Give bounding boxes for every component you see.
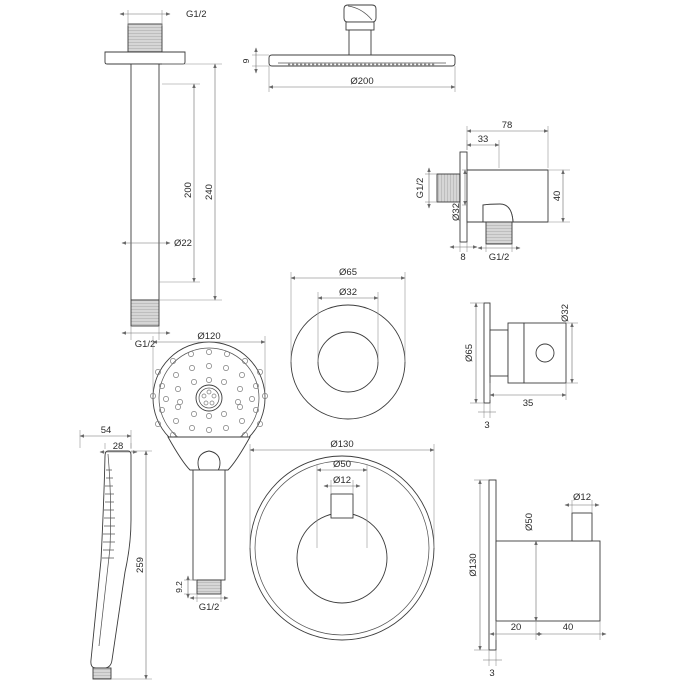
label-mixer-side-plate-dia: Ø130 (468, 553, 479, 576)
label-mixer-lever-dia: Ø12 (333, 475, 351, 486)
view-stop-valve-side: Ø65 Ø32 35 3 (464, 302, 578, 431)
wall-elbow-outlet-thread (485, 221, 513, 245)
label-rain-head-diameter: Ø200 (350, 76, 373, 87)
handshower-handle (192, 469, 226, 581)
handshower-front-thread (196, 579, 222, 595)
rain-head-stem (348, 29, 372, 56)
stop-valve-body-circle (317, 331, 379, 393)
label-mixer-depth-a: 20 (511, 622, 522, 633)
label-stop-valve-projection: 35 (523, 398, 534, 409)
ceiling-arm-top-thread (127, 23, 163, 53)
view-mixer-side: Ø130 Ø50 Ø12 20 40 3 (468, 479, 607, 679)
label-wall-elbow-thread-in: G1/2 (415, 178, 426, 199)
label-stop-valve-plate-thk: 3 (484, 420, 489, 431)
label-mixer-depth-b: 40 (563, 622, 574, 633)
label-mixer-side-body-dia: Ø50 (524, 513, 535, 531)
label-wall-elbow-plate-thk: 8 (460, 252, 465, 263)
ceiling-arm-tube (130, 63, 160, 301)
label-handshower-grip-width: 28 (113, 441, 124, 452)
label-ceiling-arm-thread-top: G1/2 (186, 9, 207, 20)
stop-valve-side-port (535, 343, 555, 363)
label-stop-valve-side-plate-dia: Ø65 (464, 344, 475, 362)
label-rain-head-thickness: 9 (241, 58, 251, 63)
mixer-knob[interactable] (296, 512, 388, 604)
mixer-side-body (495, 540, 601, 622)
stop-valve-side-neck (489, 329, 509, 377)
rain-head-joint-shade (347, 5, 373, 21)
mixer-side-plate (488, 479, 497, 651)
wall-elbow-inlet-thread (436, 173, 461, 203)
view-stop-valve-face: Ø65 Ø32 (290, 267, 406, 420)
stop-valve-side-plate (483, 302, 491, 404)
ceiling-arm-flange (104, 51, 186, 65)
view-handshower-front: Ø120 9.2 G1/2 (150, 331, 268, 613)
handshower-side-grip-texture (102, 469, 115, 559)
label-handshower-side-width: 54 (101, 425, 112, 436)
handshower-side-thread (92, 667, 112, 680)
label-mixer-plate-dia: Ø130 (330, 439, 353, 450)
label-handshower-thread: G1/2 (199, 602, 220, 613)
ceiling-arm-bottom-thread (130, 299, 160, 327)
label-ceiling-arm-length-inner: 200 (183, 182, 194, 198)
label-handshower-thread-height: 9.2 (174, 581, 184, 593)
wall-elbow-outlet-boss (482, 203, 514, 223)
mixer-plate-bevel (254, 460, 430, 636)
label-mixer-side-lever-dia: Ø12 (573, 492, 591, 503)
label-stop-valve-side-body-dia: Ø32 (560, 304, 571, 322)
label-wall-elbow-body-dia: Ø32 (451, 203, 462, 221)
stop-valve-side-collar (507, 322, 525, 384)
label-wall-elbow-height: 40 (552, 191, 563, 202)
label-wall-elbow-overall: 78 (502, 120, 513, 131)
label-handshower-total-length: 259 (135, 557, 146, 573)
handshower-hub-jets (201, 389, 217, 406)
label-ceiling-arm-thread-bottom: G1/2 (135, 339, 156, 350)
label-stop-valve-body-dia: Ø32 (339, 287, 357, 298)
view-rain-head: 9 Ø200 (241, 4, 456, 92)
label-handshower-head-dia: Ø120 (197, 331, 220, 342)
label-ceiling-arm-length-outer: 240 (204, 184, 215, 200)
rain-head-collar (345, 21, 375, 31)
label-mixer-knob-dia: Ø50 (333, 459, 351, 470)
view-ceiling-arm: G1/2 240 200 Ø22 G1/2 (104, 9, 222, 350)
handshower-hub-outer (195, 384, 223, 412)
label-stop-valve-plate-dia: Ø65 (339, 267, 357, 278)
view-mixer-face: Ø130 Ø50 Ø12 (249, 439, 435, 641)
handshower-hub-ring (198, 387, 220, 409)
label-wall-elbow-thread-out: G1/2 (489, 252, 510, 263)
mixer-side-lever[interactable] (571, 512, 593, 542)
label-ceiling-arm-tube-dia: Ø22 (174, 238, 192, 249)
label-wall-elbow-to-center: 33 (478, 134, 489, 145)
view-handshower-side: 54 28 259 (79, 425, 152, 680)
view-wall-elbow: 78 33 40 G1/2 Ø32 8 G1/2 (415, 120, 570, 263)
handshower-side-edge (98, 453, 112, 647)
mixer-lever[interactable] (330, 493, 354, 519)
wall-elbow-plate (459, 151, 468, 243)
label-mixer-plate-thk: 3 (489, 668, 494, 679)
